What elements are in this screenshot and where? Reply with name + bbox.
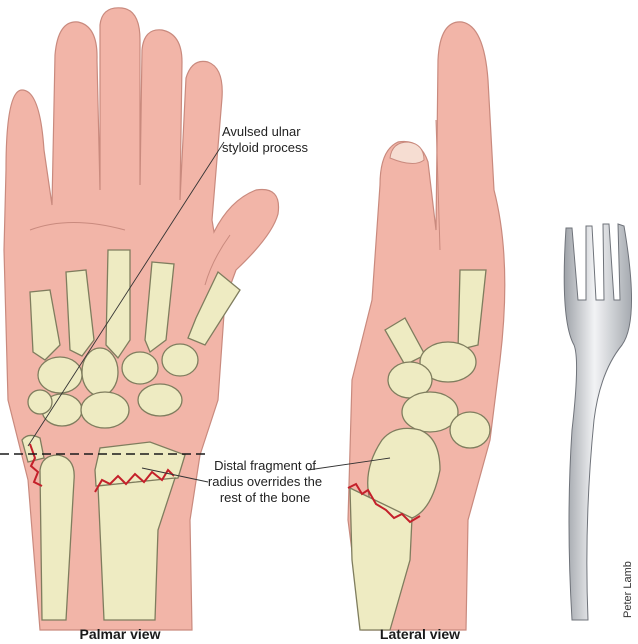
radius-annotation-line-1: Distal fragment of: [214, 458, 316, 473]
distal-radius-annotation: Distal fragment of radius overrides the …: [202, 458, 328, 506]
radius-distal: [94, 441, 186, 487]
lateral-radius-shaft: [349, 486, 413, 631]
lateral-carpal-c: [401, 391, 459, 433]
lateral-distal-radius-fragment: [367, 427, 441, 519]
ulnar-annotation-line-2: styloid process: [222, 140, 308, 155]
metacarpal-3: [105, 249, 131, 360]
metacarpal-4: [65, 269, 95, 357]
metacarpal-5: [29, 289, 61, 361]
lateral-fracture-line: [347, 482, 421, 524]
ulnar-leader-line: [27, 141, 225, 447]
radius-fracture-line: [94, 468, 175, 493]
carpal-lunate: [80, 391, 130, 429]
carpal-hamate: [37, 356, 83, 394]
thumb-crease: [204, 234, 231, 286]
ulnar-styloid-annotation: Avulsed ulnar styloid process: [222, 124, 332, 156]
lateral-view-title: Lateral view: [379, 626, 461, 642]
carpal-capitate: [81, 347, 119, 397]
carpal-trapezium: [161, 343, 199, 377]
lateral-bones: [349, 269, 491, 631]
lateral-carpal-d: [449, 411, 491, 449]
lateral-leader-line: [307, 457, 391, 471]
fork-body: [563, 223, 632, 621]
ulna: [39, 454, 75, 621]
ulnar-annotation-line-1: Avulsed ulnar: [222, 124, 301, 139]
metacarpal-2: [144, 261, 175, 354]
thumbnail: [389, 141, 425, 164]
illustrator-credit: Peter Lamb: [622, 561, 634, 618]
radius-shaft: [97, 477, 176, 621]
carpal-trapezoid: [121, 351, 159, 385]
radius-annotation-line-3: rest of the bone: [219, 490, 311, 505]
palmar-view-title: Palmar view: [79, 626, 161, 642]
finger-crease: [435, 119, 441, 251]
ulnar-fracture-line: [29, 443, 43, 487]
metacarpal-1: [187, 270, 241, 346]
radius-annotation-line-2: radius overrides the: [207, 474, 323, 489]
lateral-carpal-a: [419, 341, 477, 383]
carpal-pisiform: [27, 389, 53, 415]
radius-leader-line: [141, 467, 209, 483]
palmar-fractures: [29, 443, 175, 493]
palmar-bones: [21, 249, 241, 621]
lateral-metacarpal: [457, 269, 487, 351]
carpal-scaphoid: [137, 383, 183, 417]
fork-illustration: [563, 223, 632, 621]
palm-crease: [29, 222, 126, 231]
